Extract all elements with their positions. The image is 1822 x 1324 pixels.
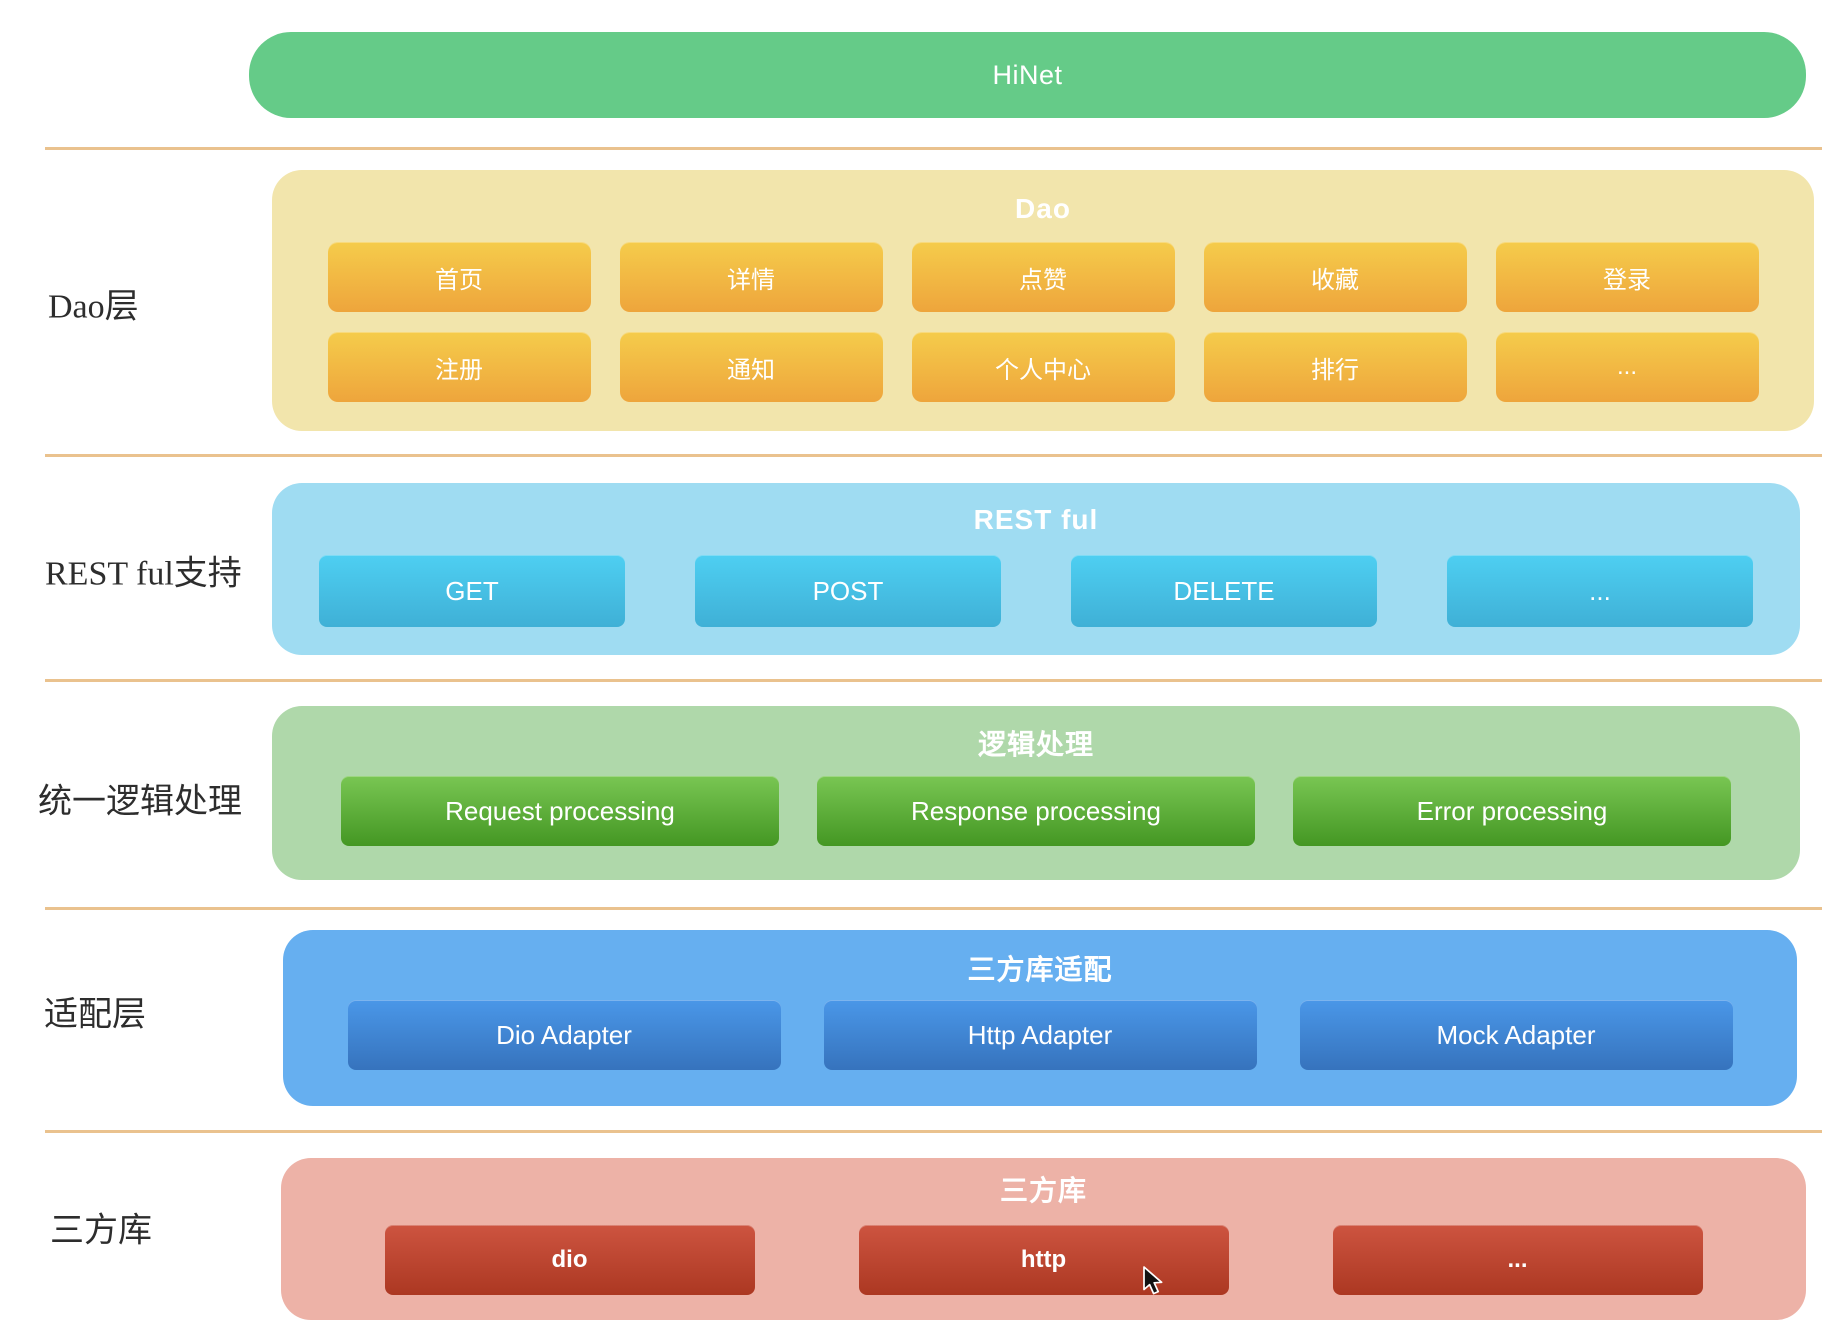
dao-layer-side-label: Dao层 <box>48 288 139 326</box>
section-divider <box>45 1130 1822 1133</box>
adapter-layer-node-r1c1: Dio Adapter <box>347 1000 781 1070</box>
thirdparty-layer-rows: dio http... <box>281 1208 1806 1295</box>
dao-layer-node-r1c2: 详情 <box>619 242 883 312</box>
dao-layer-title: Dao <box>1015 193 1071 224</box>
section-divider <box>45 679 1822 682</box>
restful-layer-side-label: REST ful支持 <box>45 555 242 593</box>
restful-layer-container: REST ful GET POST DELETE... <box>272 483 1800 655</box>
adapter-layer-title: 三方库适配 <box>967 954 1113 985</box>
logic-layer-container: 逻辑处理 Request processing Response processi… <box>272 706 1800 880</box>
logic-layer-row-1: Request processing Response processing Err… <box>272 776 1800 846</box>
logic-layer-title: 逻辑处理 <box>977 729 1094 760</box>
dao-layer-node-r1c5: 登录 <box>1495 242 1759 312</box>
adapter-layer-side-label: 适配层 <box>44 996 146 1034</box>
logic-layer-node-r1c2: Response processing <box>817 776 1255 846</box>
thirdparty-layer-container: 三方库 dio http... <box>281 1158 1806 1320</box>
restful-layer-node-r1c3: DELETE <box>1071 555 1377 627</box>
thirdparty-layer-node-r1c2: http <box>858 1225 1229 1295</box>
adapter-layer-row-1: Dio Adapter Http Adapter Mock Adapter <box>283 1000 1797 1070</box>
section-divider <box>45 907 1822 910</box>
adapter-layer-node-r1c3: Mock Adapter <box>1299 1000 1733 1070</box>
restful-layer-row-1: GET POST DELETE... <box>272 555 1800 627</box>
thirdparty-layer-side-label: 三方库 <box>50 1212 152 1250</box>
restful-layer-node-r1c1: GET <box>319 555 625 627</box>
thirdparty-layer-node-r1c3: ... <box>1332 1225 1703 1295</box>
dao-layer-node-r1c3: 点赞 <box>911 242 1175 312</box>
dao-layer-node-r1c4: 收藏 <box>1203 242 1467 312</box>
thirdparty-layer-node-r1c1: dio <box>384 1225 755 1295</box>
adapter-layer-rows: Dio Adapter Http Adapter Mock Adapter <box>283 987 1797 1070</box>
dao-layer-node-r2c1: 注册 <box>327 332 591 402</box>
hinet-root-bar: HiNet <box>249 32 1806 118</box>
restful-layer-node-r1c4: ... <box>1447 555 1753 627</box>
thirdparty-layer-title: 三方库 <box>999 1175 1087 1206</box>
restful-layer-title: REST ful <box>973 504 1099 535</box>
restful-layer-node-r1c2: POST <box>695 555 1001 627</box>
dao-layer-node-r2c3: 个人中心 <box>911 332 1175 402</box>
dao-layer-node-r1c1: 首页 <box>327 242 591 312</box>
section-divider <box>45 454 1822 457</box>
dao-layer-node-r2c5: ... <box>1495 332 1759 402</box>
dao-layer-node-r2c4: 排行 <box>1203 332 1467 402</box>
logic-layer-node-r1c1: Request processing <box>341 776 779 846</box>
adapter-layer-node-r1c2: Http Adapter <box>823 1000 1257 1070</box>
dao-layer-rows: 首页详情点赞收藏登录注册通知个人中心排行... <box>272 226 1814 402</box>
logic-layer-rows: Request processing Response processing Err… <box>272 762 1800 846</box>
restful-layer-rows: GET POST DELETE... <box>272 537 1800 627</box>
logic-layer-side-label: 统一逻辑处理 <box>38 783 242 821</box>
dao-layer-row-2: 注册通知个人中心排行... <box>272 332 1814 402</box>
thirdparty-layer-row-1: dio http... <box>281 1225 1806 1295</box>
dao-layer-container: Dao 首页详情点赞收藏登录注册通知个人中心排行... <box>272 170 1814 431</box>
dao-layer-row-1: 首页详情点赞收藏登录 <box>272 242 1814 312</box>
dao-layer-node-r2c2: 通知 <box>619 332 883 402</box>
adapter-layer-container: 三方库适配 Dio Adapter Http Adapter Mock Adapte… <box>283 930 1797 1106</box>
logic-layer-node-r1c3: Error processing <box>1293 776 1731 846</box>
section-divider <box>45 147 1822 150</box>
